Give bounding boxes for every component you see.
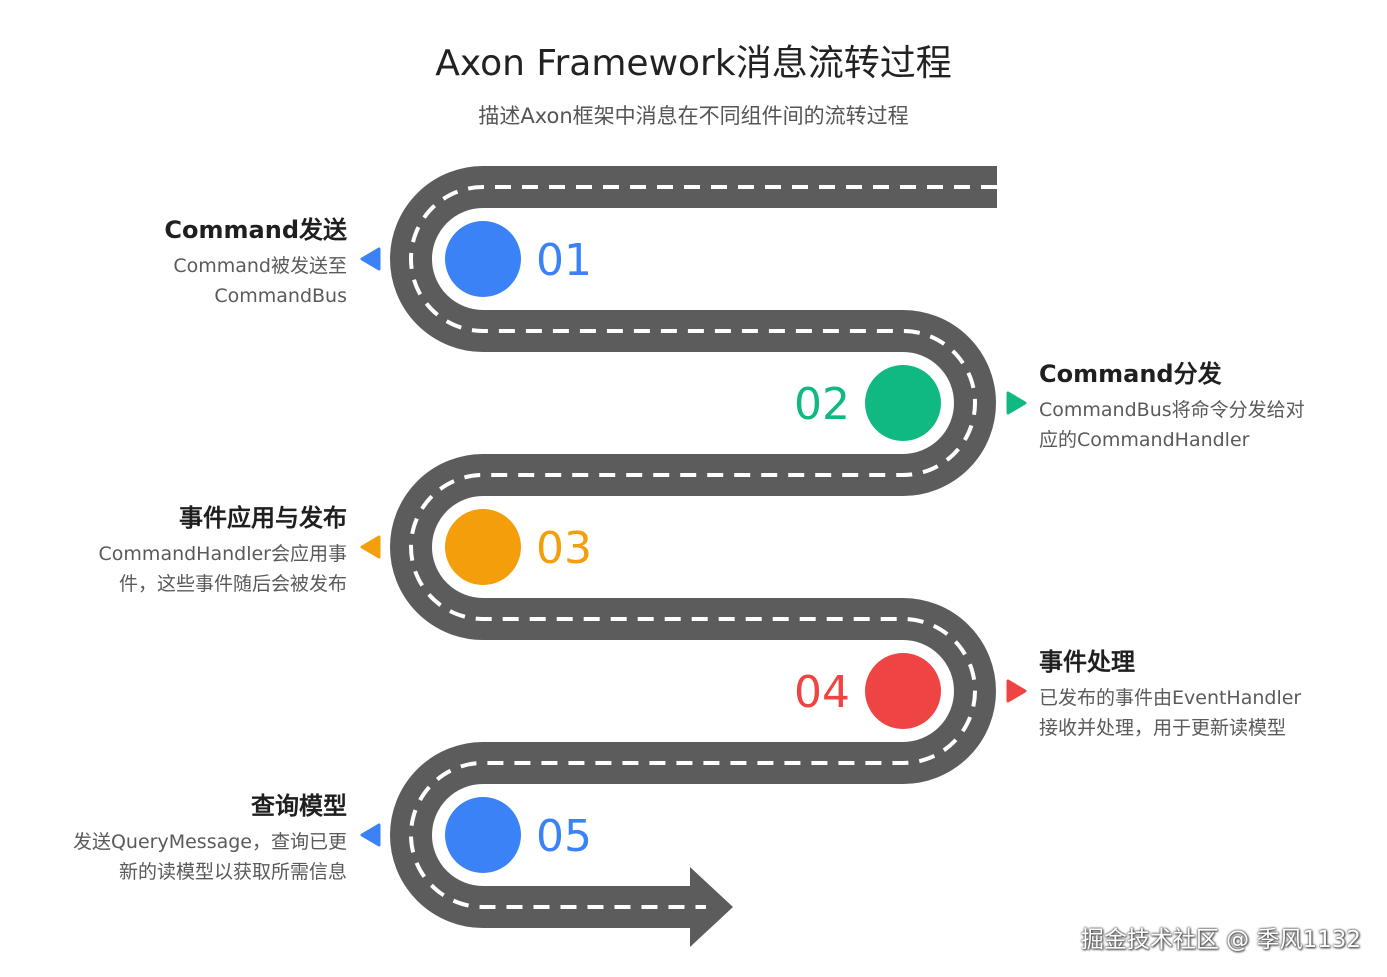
watermark: 掘金技术社区 @ 季风1132: [1080, 927, 1361, 953]
step-2-description: CommandBus将命令分发给对 应的CommandHandler: [1039, 399, 1305, 451]
road-arrow-head: [690, 867, 733, 947]
step-2-number: 02: [794, 379, 850, 430]
diagram-title: Axon Framework消息流转过程: [435, 43, 952, 84]
step-1-description: Command被发送至 CommandBus: [173, 255, 347, 307]
step-2-pointer-icon: [1006, 391, 1027, 415]
road-center-line: [409, 185, 997, 909]
step-1-pointer-icon: [360, 247, 381, 271]
step-1-number: 01: [536, 235, 592, 286]
step-5-number: 05: [536, 811, 592, 862]
step-5-circle: [445, 797, 521, 873]
step-4-circle: [865, 653, 941, 729]
step-1-circle: [445, 221, 521, 297]
step-5-title: 查询模型: [251, 792, 347, 820]
step-5-pointer-icon: [360, 823, 381, 847]
diagram-subtitle: 描述Axon框架中消息在不同组件间的流转过程: [478, 104, 909, 128]
step-4-number: 04: [794, 667, 850, 718]
step-3-number: 03: [536, 523, 592, 574]
step-3-title: 事件应用与发布: [179, 504, 347, 532]
step-2-title: Command分发: [1039, 360, 1222, 388]
step-3-description: CommandHandler会应用事 件，这些事件随后会被发布: [98, 543, 347, 595]
step-2-circle: [865, 365, 941, 441]
step-5-description: 发送QueryMessage，查询已更 新的读模型以获取所需信息: [72, 831, 347, 883]
step-4-description: 已发布的事件由EventHandler 接收并处理，用于更新读模型: [1039, 687, 1302, 739]
step-1-title: Command发送: [164, 216, 347, 244]
step-3-pointer-icon: [360, 535, 381, 559]
step-3-circle: [445, 509, 521, 585]
step-4-pointer-icon: [1006, 679, 1027, 703]
step-4-title: 事件处理: [1039, 648, 1135, 676]
